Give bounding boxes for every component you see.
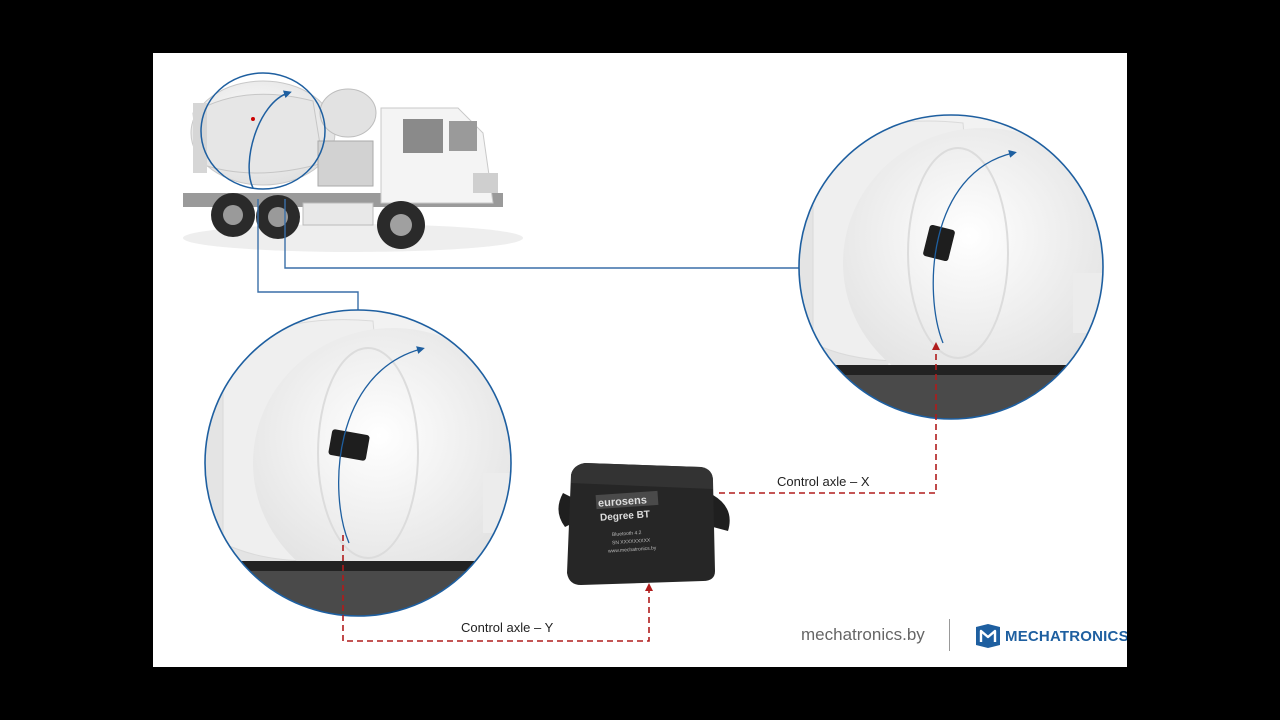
zoom-circle-left (204, 309, 512, 617)
control-axle-y-label: Control axle – Y (461, 620, 554, 635)
degree-bt-device (558, 463, 730, 585)
footer-divider (949, 619, 950, 651)
footer-brand-logo: MECHATRONICS (975, 622, 1127, 650)
concrete-mixer-truck (183, 80, 523, 252)
zoom-circle-right (798, 114, 1104, 420)
connector-lines (257, 199, 800, 311)
control-axle-y-line (342, 535, 653, 642)
truck-drum-rotation-indicator (200, 72, 326, 190)
diagram-artwork (183, 72, 1104, 642)
diagram-slide: eurosens Degree BT Bluetooth 4.2 SN XXXX… (153, 53, 1127, 667)
footer-website[interactable]: mechatronics.by (801, 625, 925, 644)
control-axle-x-label: Control axle – X (777, 474, 870, 489)
control-axle-x-line (719, 342, 940, 494)
mechatronics-logo-icon (976, 624, 1000, 648)
footer-brand-name: MECHATRONICS (1005, 627, 1127, 645)
